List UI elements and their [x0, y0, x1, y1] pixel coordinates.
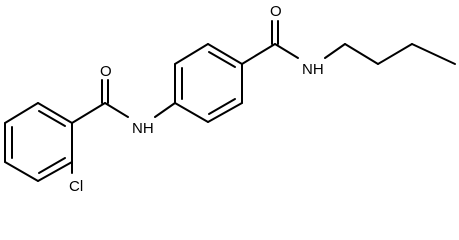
oxygen-label-left: O [100, 63, 112, 80]
chemical-structure-canvas: Cl O NH O NH [4, 3, 456, 195]
molecule-drawing: Cl O NH O NH [4, 3, 456, 195]
c-n-bond-right [274, 43, 299, 59]
ring-carbonyl-bond-left [71, 102, 106, 124]
ring-carbonyl-bond-right [241, 43, 276, 65]
nitrogen-label-right: NH [302, 61, 324, 78]
nitrogen-label-left: NH [132, 120, 154, 137]
chlorophenyl-ring [4, 102, 73, 182]
n-ring-bond [154, 102, 176, 118]
c-n-bond-left [104, 102, 129, 118]
chlorine-label: Cl [69, 178, 83, 195]
phenylene-ring [174, 43, 243, 123]
oxygen-label-right: O [270, 3, 282, 20]
butyl-chain [324, 43, 456, 65]
